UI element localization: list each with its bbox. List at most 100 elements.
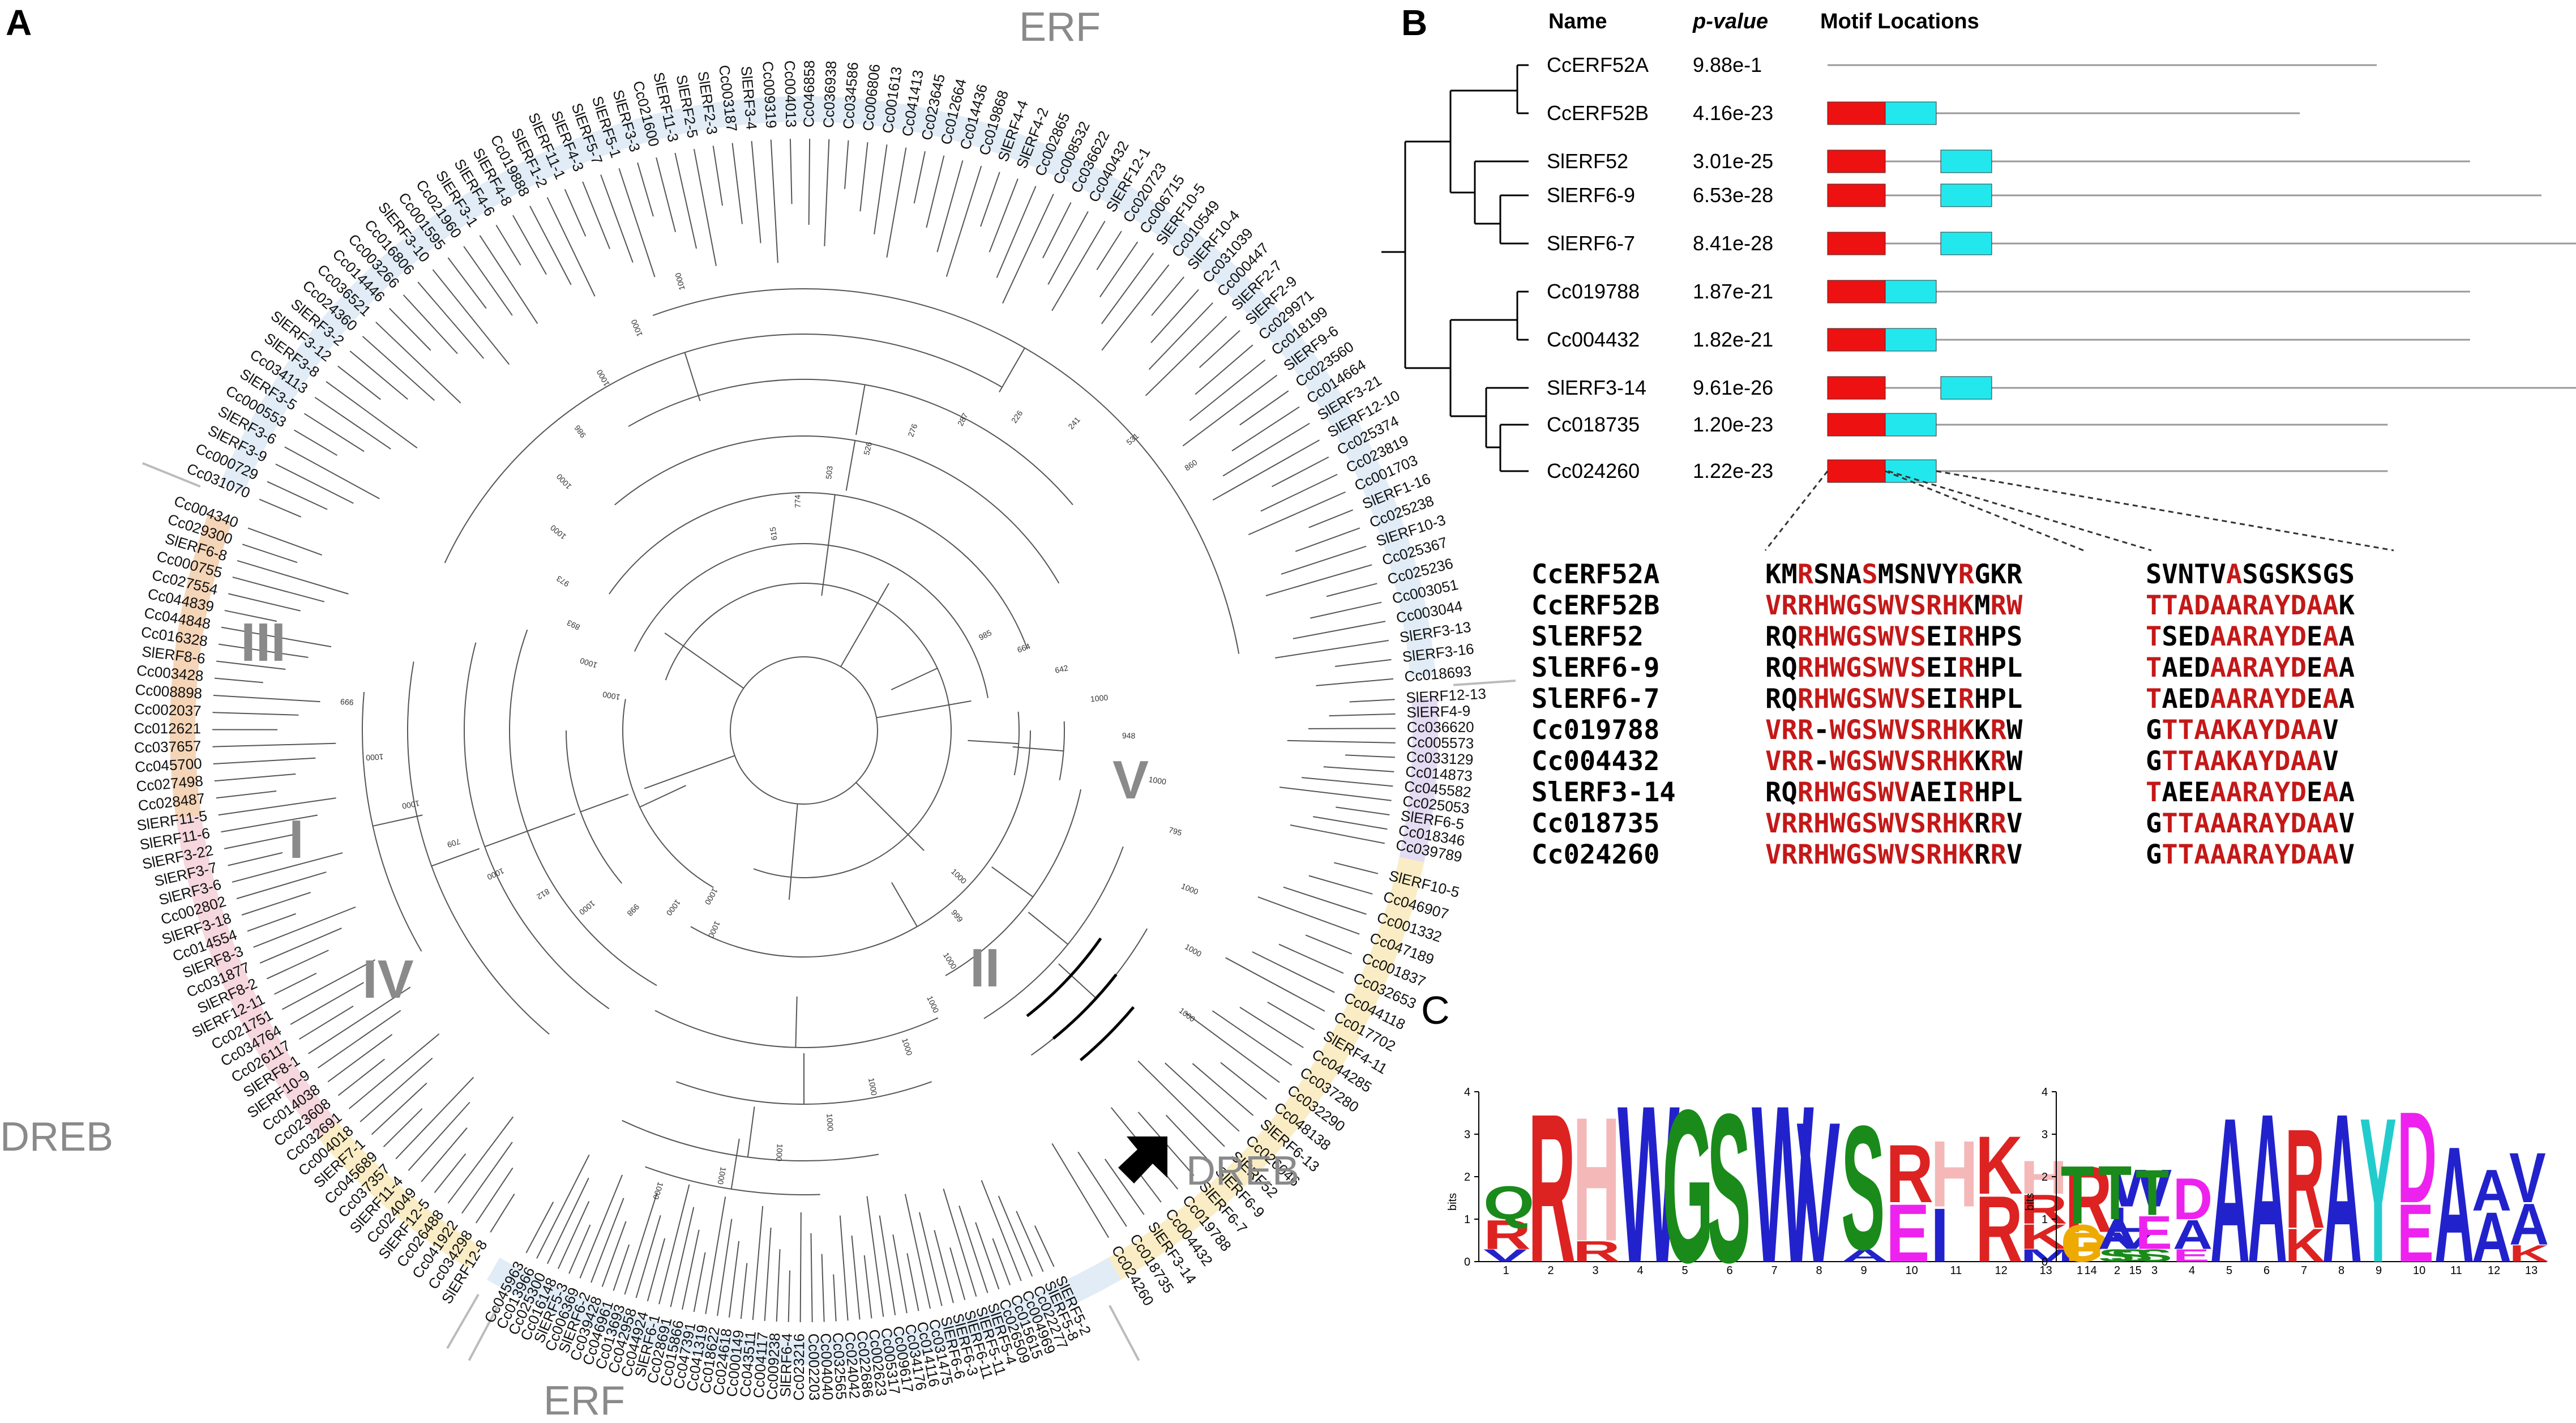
leaf-label: Cc004040 bbox=[817, 1333, 836, 1401]
tip-branch bbox=[789, 139, 793, 204]
bootstrap-value: 999 bbox=[340, 697, 354, 707]
alignment-sequence: TAEDAARAYDEAA bbox=[2146, 652, 2355, 683]
bootstrap-value: 1000 bbox=[900, 1037, 914, 1057]
tip-branch bbox=[1308, 728, 1396, 729]
internal-arc bbox=[509, 629, 657, 986]
bootstrap-value: 1000 bbox=[1180, 881, 1200, 896]
row-pvalue: 8.41e-28 bbox=[1693, 232, 1773, 255]
alignment-sequence: TTADAARAYDAAK bbox=[2146, 590, 2355, 621]
logo-letter: S bbox=[2136, 1246, 2172, 1266]
leaf-label: Cc002037 bbox=[134, 700, 202, 720]
logo-letter: W bbox=[2109, 1159, 2172, 1218]
band-dreb-left-low bbox=[318, 1121, 482, 1268]
logo-letter: K bbox=[2509, 1240, 2549, 1267]
tip-branch bbox=[1104, 1159, 1145, 1215]
tip-branch bbox=[298, 1005, 354, 1040]
logo-y-label: bits bbox=[1447, 1193, 1459, 1211]
tip-branch bbox=[647, 1238, 666, 1302]
row-name: SlERF3-14 bbox=[1547, 376, 1646, 399]
logo-y-tick-label: 1 bbox=[2042, 1213, 2048, 1226]
bootstrap-value: 1000 bbox=[774, 1143, 785, 1161]
bootstrap-value: 1000 bbox=[1178, 1006, 1197, 1024]
bootstrap-value: 1000 bbox=[665, 898, 683, 918]
tip-branch bbox=[913, 151, 926, 204]
logo-y-tick-label: 4 bbox=[2042, 1086, 2048, 1099]
tip-branch bbox=[417, 281, 485, 359]
tip-branch bbox=[1265, 564, 1372, 596]
logo-letter: V bbox=[1796, 1080, 1841, 1304]
tip-branch bbox=[821, 1254, 825, 1322]
leaf-label: Cc036620 bbox=[1407, 719, 1474, 736]
logo-letter: A bbox=[1841, 1246, 1889, 1266]
tip-branch bbox=[1182, 374, 1278, 447]
logo-position: 8 bbox=[1816, 1264, 1822, 1277]
tip-branch bbox=[1165, 1114, 1210, 1162]
tip-branch bbox=[274, 972, 317, 995]
bootstrap-value: 1000 bbox=[554, 472, 573, 492]
leaf-label: SlERF4-9 bbox=[1406, 702, 1470, 721]
logo-letter: K bbox=[2285, 1219, 2325, 1272]
tip-branch bbox=[383, 1108, 423, 1148]
tip-branch bbox=[1329, 713, 1396, 717]
logo-position: 2 bbox=[2114, 1264, 2120, 1277]
logo-y-tick-label: 3 bbox=[2042, 1129, 2048, 1141]
logo-letter: S bbox=[1841, 1089, 1885, 1287]
tip-branch bbox=[224, 832, 300, 849]
group-separator bbox=[1109, 1305, 1140, 1361]
bootstrap-value: 1000 bbox=[707, 920, 722, 939]
panel-b-dendrogram bbox=[1381, 64, 1529, 472]
logo-letter: A bbox=[2098, 1212, 2138, 1258]
leaf-label: Cc033129 bbox=[1406, 748, 1474, 768]
tip-branch bbox=[1099, 241, 1139, 298]
row-pvalue: 6.53e-28 bbox=[1693, 183, 1773, 207]
logo-letter: V bbox=[2109, 1228, 2154, 1254]
logo-letter: T bbox=[2098, 1149, 2132, 1236]
tip-branch bbox=[213, 694, 320, 703]
band-dreb-right bbox=[1108, 857, 1424, 1280]
tip-branch bbox=[1278, 943, 1344, 974]
motif-2-box bbox=[1885, 413, 1937, 437]
panel-b-letter: B bbox=[1401, 2, 1427, 43]
group-label-erf-top: ERF bbox=[1019, 5, 1101, 50]
bootstrap-value: 1000 bbox=[949, 867, 969, 886]
motif-1-box bbox=[1827, 376, 1886, 400]
internal-arc bbox=[609, 492, 1028, 649]
tip-branch bbox=[1308, 509, 1354, 528]
root-branch bbox=[855, 782, 925, 851]
logo-position: 7 bbox=[2301, 1264, 2307, 1277]
highlighted-arc bbox=[1079, 1006, 1135, 1062]
tip-branch bbox=[490, 1193, 515, 1233]
alignment-sequence: RQRHWGSWVAEIRHPL bbox=[1765, 777, 2022, 808]
tip-branch bbox=[764, 1227, 772, 1321]
tip-branch bbox=[337, 365, 381, 400]
logo-letter: P bbox=[2065, 1224, 2108, 1271]
bootstrap-value: 999 bbox=[949, 908, 965, 924]
tip-branch bbox=[788, 1270, 791, 1322]
internal-arc bbox=[622, 699, 714, 888]
tip-branch bbox=[1345, 754, 1395, 758]
logo-letter: R bbox=[1975, 1177, 2023, 1282]
tip-branch bbox=[1212, 1010, 1293, 1066]
tip-branch bbox=[833, 1274, 837, 1322]
logo-letter: A bbox=[2509, 1192, 2549, 1258]
arrow-icon bbox=[1118, 1136, 1167, 1183]
tip-branch bbox=[275, 463, 354, 504]
bootstrap-value: 1000 bbox=[716, 1166, 728, 1186]
bootstrap-value: 1000 bbox=[629, 318, 644, 338]
logo-letter: E bbox=[2173, 1246, 2210, 1266]
bootstrap-value: 1000 bbox=[549, 523, 568, 541]
tip-branch bbox=[996, 186, 1037, 278]
tip-branch bbox=[241, 892, 311, 916]
clade-label-v: V bbox=[1112, 750, 1149, 810]
bootstrap-value: 1000 bbox=[602, 690, 621, 702]
logo-position: 13 bbox=[2040, 1264, 2052, 1277]
motif-2-box bbox=[1940, 376, 1992, 400]
row-pvalue: 3.01e-25 bbox=[1693, 149, 1773, 173]
tip-branch bbox=[447, 257, 487, 309]
tip-branch bbox=[228, 593, 301, 612]
tip-branch bbox=[214, 773, 296, 782]
tip-branch bbox=[980, 172, 1000, 227]
logo-letter: T bbox=[2136, 1156, 2169, 1229]
